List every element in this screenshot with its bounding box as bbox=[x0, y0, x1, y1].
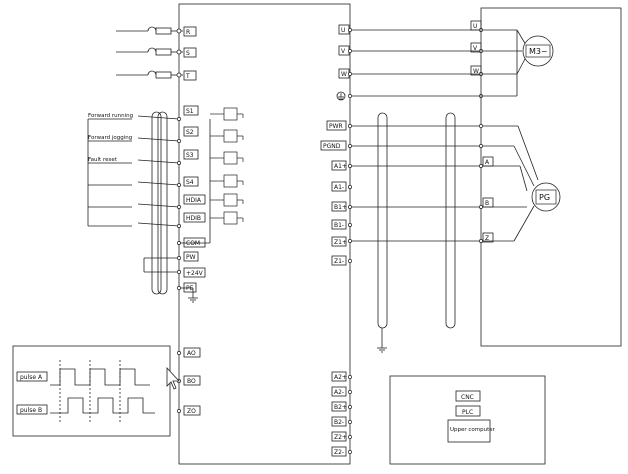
motor-output-wiring bbox=[350, 29, 527, 97]
terminal-pw: PW bbox=[186, 254, 196, 261]
pulse-a-label: pulse A bbox=[20, 374, 43, 381]
pulse-waveforms bbox=[50, 360, 155, 424]
motor-label: M3~ bbox=[529, 47, 548, 56]
terminal-t: T bbox=[185, 73, 190, 80]
encoder-wiring bbox=[350, 112, 539, 353]
terminal-z1n: Z1- bbox=[334, 258, 344, 265]
encoder-channel-b: B bbox=[485, 200, 489, 207]
caption-forward-running: Forward running bbox=[88, 113, 133, 119]
terminal-b1p: B1+ bbox=[334, 204, 347, 211]
terminal-a1n: A1- bbox=[334, 184, 344, 191]
encoder-label: PG bbox=[539, 193, 550, 202]
upper-controller-box bbox=[389, 375, 546, 465]
terminal-s: S bbox=[186, 50, 190, 57]
terminal-a1p: A1+ bbox=[334, 163, 347, 170]
terminal-pwr: PWR bbox=[329, 123, 343, 130]
caption-fault-reset: Fault reset bbox=[88, 157, 118, 163]
terminal-s2: S2 bbox=[186, 129, 194, 136]
terminal-s4: S4 bbox=[186, 179, 194, 186]
motor-encoder-box bbox=[480, 7, 622, 347]
ground-icon bbox=[336, 91, 346, 101]
terminal-ao: AO bbox=[187, 350, 196, 357]
pulse-diagram-box bbox=[12, 345, 171, 437]
cnc-label: CNC bbox=[461, 394, 474, 401]
motor-terminal-u: U bbox=[473, 23, 477, 30]
encoder-channel-a: A bbox=[485, 159, 490, 166]
terminal-b2p: B2+ bbox=[334, 404, 347, 411]
terminal-a2n: A2- bbox=[334, 389, 344, 396]
encoder-channel-z: Z bbox=[485, 235, 489, 242]
terminal-zo: ZO bbox=[187, 408, 196, 415]
terminal-z2p: Z2+ bbox=[334, 434, 347, 441]
optocoupler-blocks bbox=[210, 107, 244, 225]
terminal-com: COM bbox=[186, 240, 200, 247]
upper-computer-label: Upper computer bbox=[450, 427, 496, 433]
terminal-hdia: HDIA bbox=[186, 197, 202, 204]
terminal-s3: S3 bbox=[186, 152, 194, 159]
motor-terminal-v: V bbox=[473, 45, 478, 52]
terminal-pgnd: PGND bbox=[323, 143, 341, 150]
terminal-b1n: B1- bbox=[334, 222, 344, 229]
pulse-b-label: pulse B bbox=[20, 407, 42, 414]
motor-symbol bbox=[522, 35, 554, 67]
terminal-24v: +24V bbox=[186, 270, 204, 277]
terminal-z1p: Z1+ bbox=[334, 239, 347, 246]
cursor-arrow-icon bbox=[166, 366, 180, 390]
terminal-w: W bbox=[341, 71, 347, 78]
caption-forward-jogging: Forward jogging bbox=[88, 135, 132, 141]
drive-body bbox=[178, 3, 351, 465]
terminal-z2n: Z2- bbox=[334, 449, 344, 456]
terminal-v: V bbox=[341, 48, 346, 55]
digital-input-wiring bbox=[87, 111, 211, 303]
terminal-u: U bbox=[341, 27, 345, 34]
motor-terminal-w: W bbox=[473, 68, 479, 75]
terminal-r: R bbox=[186, 29, 190, 36]
terminal-s1: S1 bbox=[186, 108, 194, 115]
power-input-group bbox=[116, 26, 183, 79]
terminal-b2n: B2- bbox=[334, 419, 344, 426]
plc-label: PLC bbox=[462, 409, 473, 416]
terminal-a2p: A2+ bbox=[334, 374, 347, 381]
terminal-bo: BO bbox=[187, 378, 196, 385]
terminal-hdib: HDIB bbox=[186, 215, 201, 222]
terminal-pe: PE bbox=[186, 285, 194, 292]
